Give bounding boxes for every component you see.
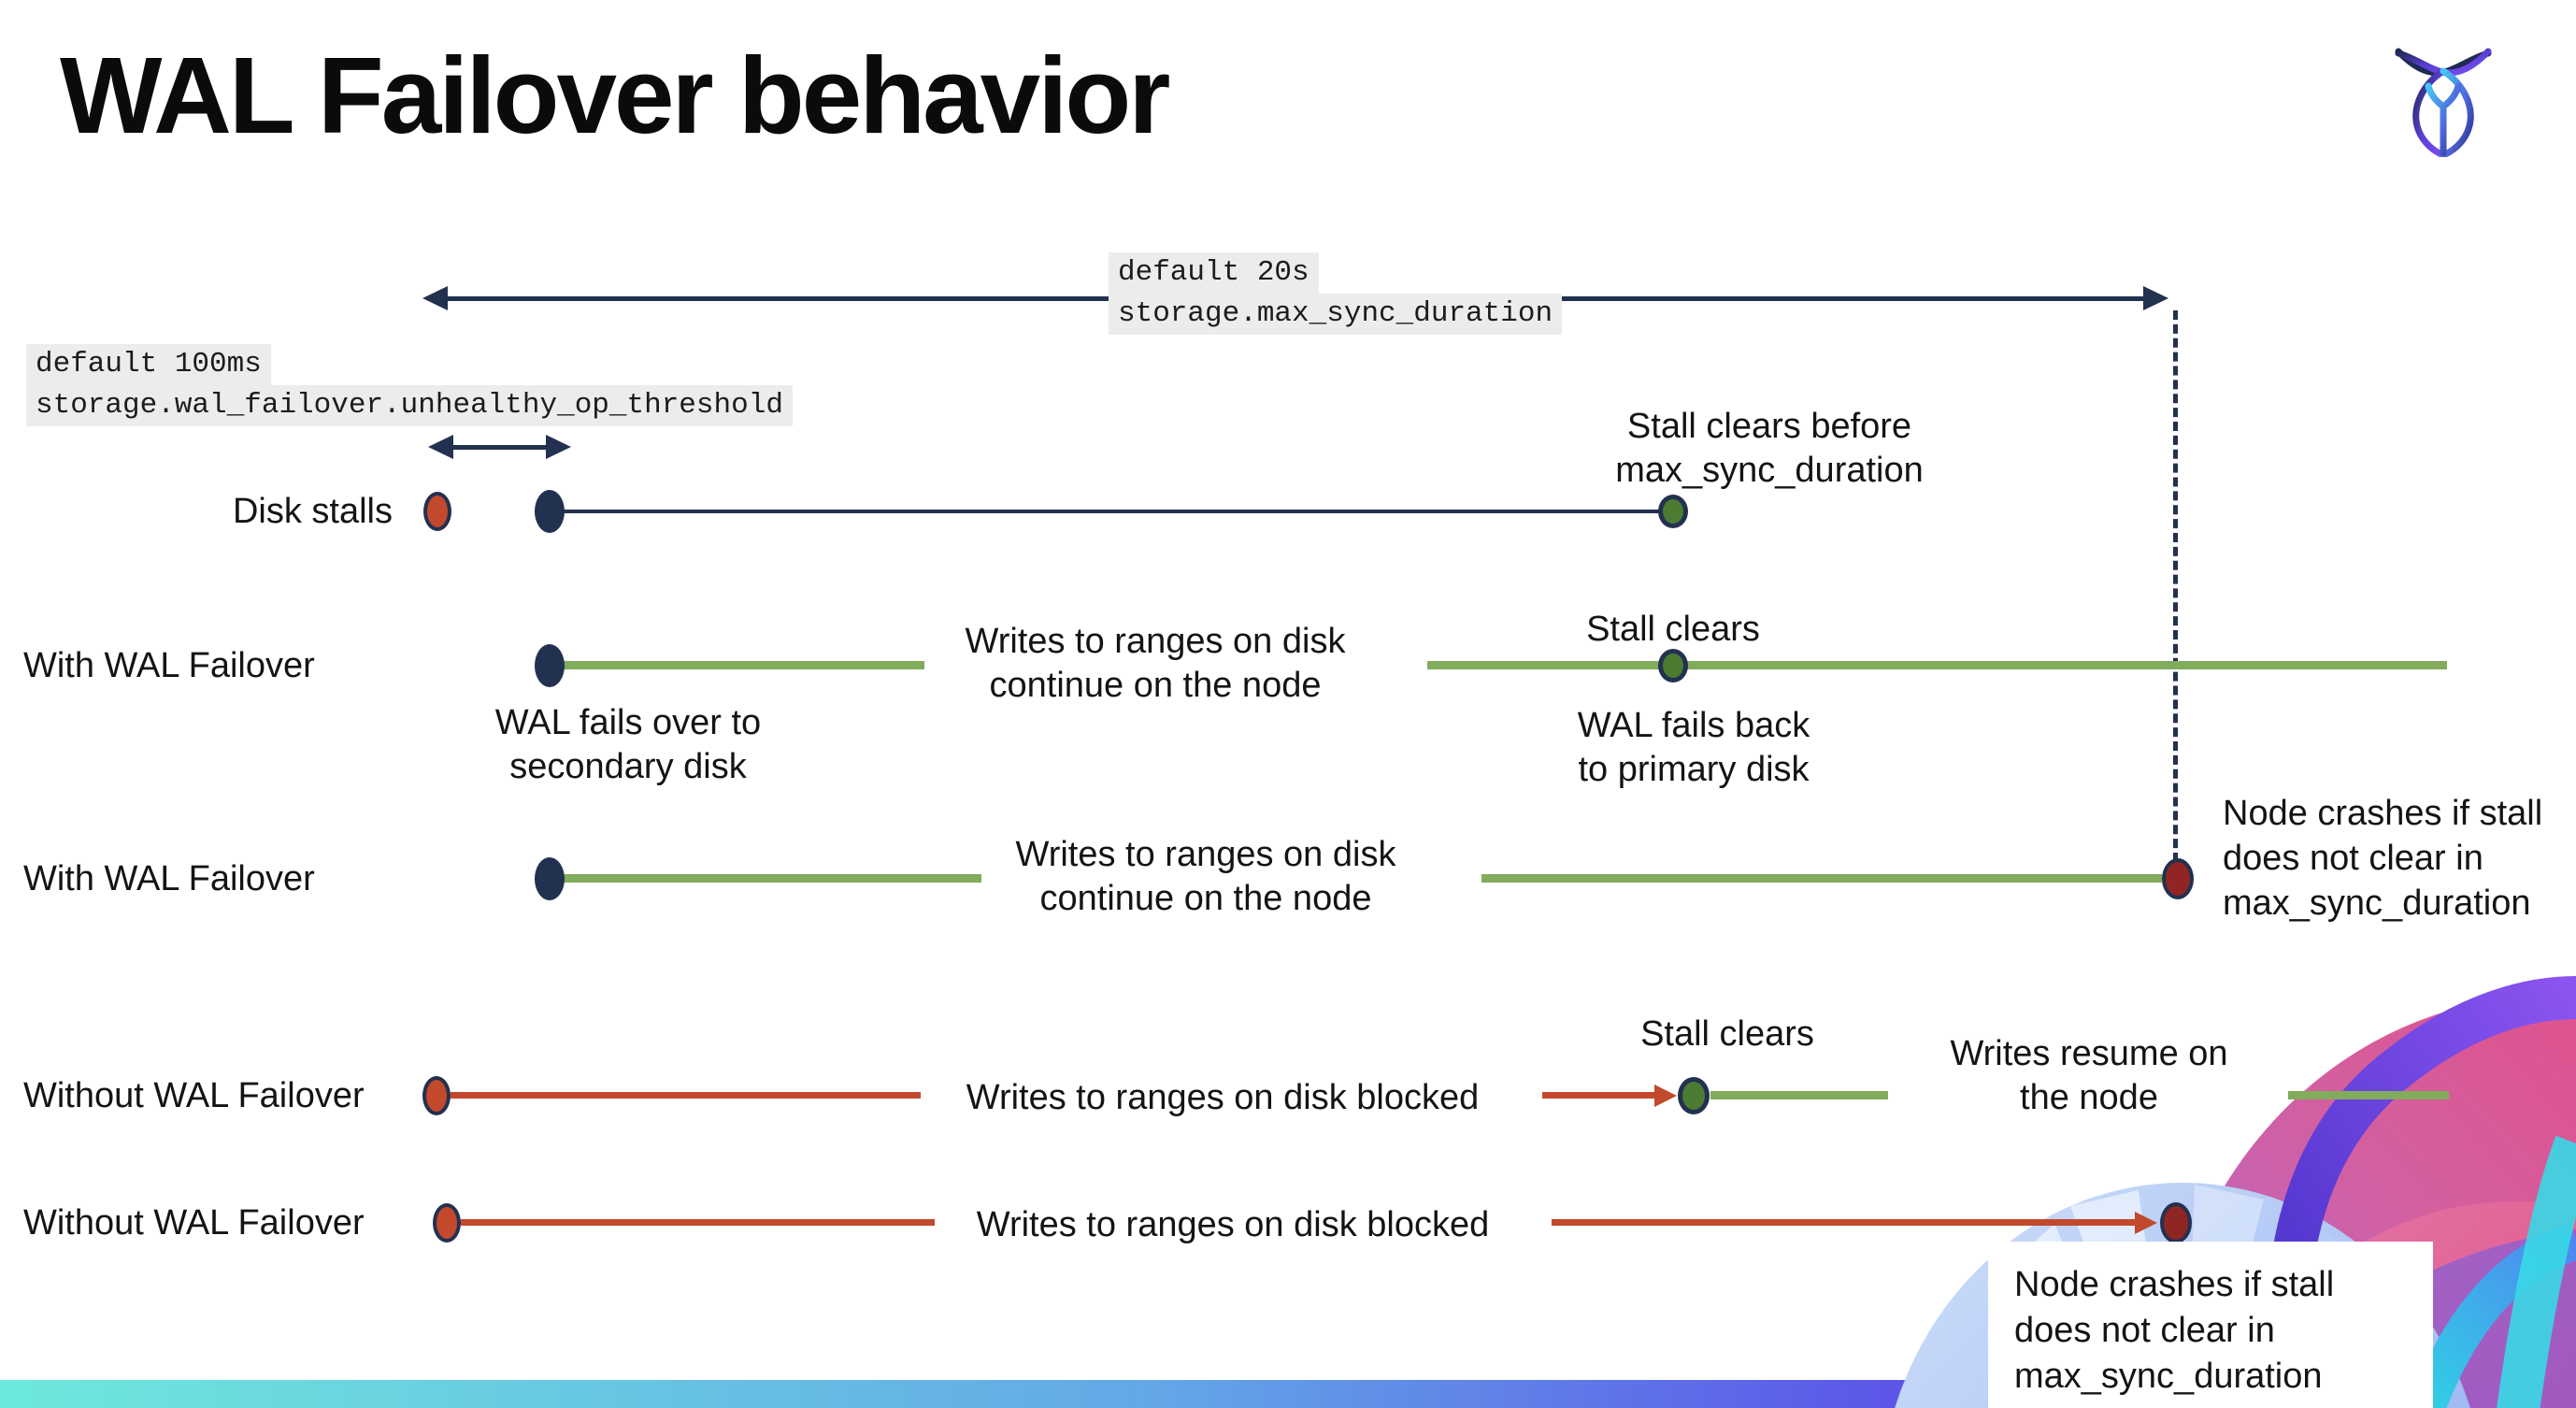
row-label-with-wal-failover-1: With WAL Failover [23, 646, 315, 685]
max-sync-deadline-dashed-line [2173, 310, 2178, 862]
writes-continue-text-1: Writes to ranges on disk continue on the… [965, 622, 1346, 705]
node-crash-dot-2 [2160, 1202, 2192, 1243]
row-label-without-wal-failover-2: Without WAL Failover [23, 1203, 365, 1243]
writes-continue-line-1a [561, 661, 924, 669]
row-label-without-wal-failover-1: Without WAL Failover [23, 1076, 365, 1115]
node-crashes-text-1: Node crashes if stall does not clear in … [2223, 794, 2543, 923]
stall-start-dot-3 [433, 1203, 461, 1243]
writes-blocked-line-2b [1552, 1219, 2137, 1226]
cockroachdb-logo-icon [2395, 48, 2492, 157]
stall-clears-text-2: Stall clears [1640, 1014, 1814, 1054]
blocked-arrowhead-2 [2135, 1212, 2157, 1234]
writes-blocked-line-1a [451, 1092, 921, 1099]
writes-resume-line-a [1710, 1091, 1888, 1099]
writes-blocked-line-2a [461, 1219, 935, 1226]
writes-blocked-text-1: Writes to ranges on disk blocked [966, 1078, 1480, 1117]
row-label-disk-stalls: Disk stalls [232, 492, 393, 531]
threshold-reached-dot [535, 490, 565, 533]
blocked-arrowhead-1 [1654, 1085, 1677, 1107]
disk-stall-timeline [550, 510, 1673, 513]
max-sync-setting-name: storage.max_sync_duration [1109, 294, 1563, 335]
writes-continue-line-2a [561, 874, 981, 883]
fails-back-text: WAL fails back to primary disk [1577, 706, 1810, 789]
stall-clears-before-text: Stall clears before max_sync_duration [1615, 407, 1924, 490]
max-sync-arrowhead-right [2143, 286, 2168, 310]
writes-blocked-text-2: Writes to ranges on disk blocked [976, 1205, 1490, 1244]
node-crashes-callout-box: Node crashes if stall does not clear in … [1988, 1242, 2433, 1408]
node-crash-dot-1 [2162, 858, 2194, 899]
writes-continue-line-2b [1481, 874, 2162, 883]
unhealthy-op-default-label: default 100ms [26, 344, 271, 385]
fails-back-dot [1658, 649, 1688, 682]
writes-resume-text: Writes resume on the node [1950, 1034, 2228, 1117]
threshold-arrow-line [449, 445, 548, 450]
failover-start-dot-1 [535, 644, 565, 687]
stall-clears-text-1: Stall clears [1586, 610, 1760, 649]
max-sync-default-label: default 20s [1109, 252, 1319, 294]
stall-clears-dot-2 [1678, 1077, 1710, 1114]
row-label-with-wal-failover-2: With WAL Failover [23, 859, 315, 898]
writes-continue-line-1b [1427, 661, 2447, 669]
stall-clears-dot [1658, 495, 1688, 528]
node-crashes-text-2: Node crashes if stall does not clear in … [2014, 1265, 2335, 1396]
threshold-arrowhead-right [546, 435, 571, 459]
page-title: WAL Failover behavior [60, 35, 1170, 156]
max-sync-arrowhead-left [422, 286, 448, 310]
unhealthy-op-setting-name: storage.wal_failover.unhealthy_op_thresh… [26, 385, 793, 426]
writes-resume-line-b [2288, 1091, 2449, 1099]
failover-start-dot-2 [535, 857, 565, 900]
writes-blocked-line-1b [1542, 1092, 1656, 1099]
stall-start-dot-2 [422, 1076, 451, 1115]
fails-over-text: WAL fails over to secondary disk [494, 703, 762, 786]
writes-continue-text-2: Writes to ranges on disk continue on the… [1015, 835, 1396, 918]
stall-start-dot [423, 492, 451, 531]
